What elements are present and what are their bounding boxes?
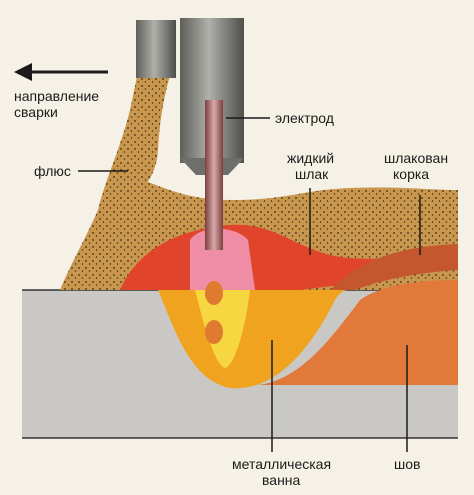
flux-hopper-tube [136,20,176,78]
metal-pool-label-line1: металлическая [232,456,332,472]
droplet-upper [205,281,223,305]
seam [258,280,458,385]
flux-feed-column-texture [98,60,175,210]
slag-crust [330,244,458,290]
liquid-slag-label-line1: жидкий [287,150,335,166]
direction-label-line1: направление [14,88,100,104]
slag-crust-label-line1: шлакован [384,150,449,166]
metal-pool-label-line2: ванна [262,472,301,488]
left-arrow-icon [14,63,108,81]
liquid-slag-label-line2: шлак [295,166,329,182]
direction-label-line2: сварки [14,104,58,120]
slag-crust-label-line2: корка [393,166,430,182]
electrode [205,100,223,250]
flux-label: флюс [34,163,71,179]
seam-label: шов [394,456,421,472]
droplet-lower [205,320,223,344]
electrode-label: электрод [275,110,334,126]
